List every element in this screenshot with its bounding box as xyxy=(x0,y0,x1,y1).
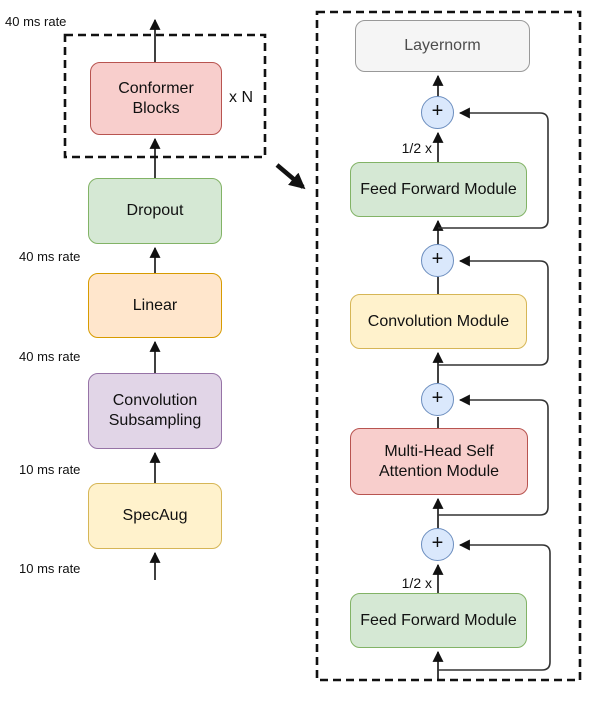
convolution-subsampling-box: Convolution Subsampling xyxy=(88,373,222,449)
rate-label-above-convsub: 40 ms rate xyxy=(19,349,81,364)
rate-label-input: 10 ms rate xyxy=(19,561,81,576)
feed-forward-bottom-box: Feed Forward Module xyxy=(350,593,527,648)
half-scale-label-top: 1/2 x xyxy=(401,140,432,156)
multi-head-self-attention-box: Multi-Head Self Attention Module xyxy=(350,428,528,495)
residual-skip-mhsa xyxy=(438,394,549,516)
add-node-2: + xyxy=(421,244,454,277)
conformer-blocks-dashed-frame xyxy=(63,33,267,159)
convolution-module-box: Convolution Module xyxy=(350,294,527,349)
feed-forward-top-box: Feed Forward Module xyxy=(350,162,527,217)
half-scale-label-bottom: 1/2 x xyxy=(401,575,432,591)
residual-skip-ffn-bottom xyxy=(438,539,551,671)
add-node-1: + xyxy=(421,96,454,129)
expand-block-arrow xyxy=(275,163,306,190)
linear-box: Linear xyxy=(88,273,222,338)
dropout-box: Dropout xyxy=(88,178,222,244)
residual-skip-ffn-top xyxy=(438,107,549,229)
rate-label-top: 40 ms rate xyxy=(5,14,67,29)
specaug-box: SpecAug xyxy=(88,483,222,549)
conformer-block-detail-dashed-frame xyxy=(315,10,582,682)
add-node-3: + xyxy=(421,383,454,416)
add-node-4: + xyxy=(421,528,454,561)
rate-label-above-linear: 40 ms rate xyxy=(19,249,81,264)
repeat-count-label: x N xyxy=(229,89,253,106)
residual-skip-conv-module xyxy=(438,255,549,366)
rate-label-above-specaug: 10 ms rate xyxy=(19,462,81,477)
conformer-blocks-box: Conformer Blocks xyxy=(90,62,222,135)
layernorm-box: Layernorm xyxy=(355,20,530,72)
